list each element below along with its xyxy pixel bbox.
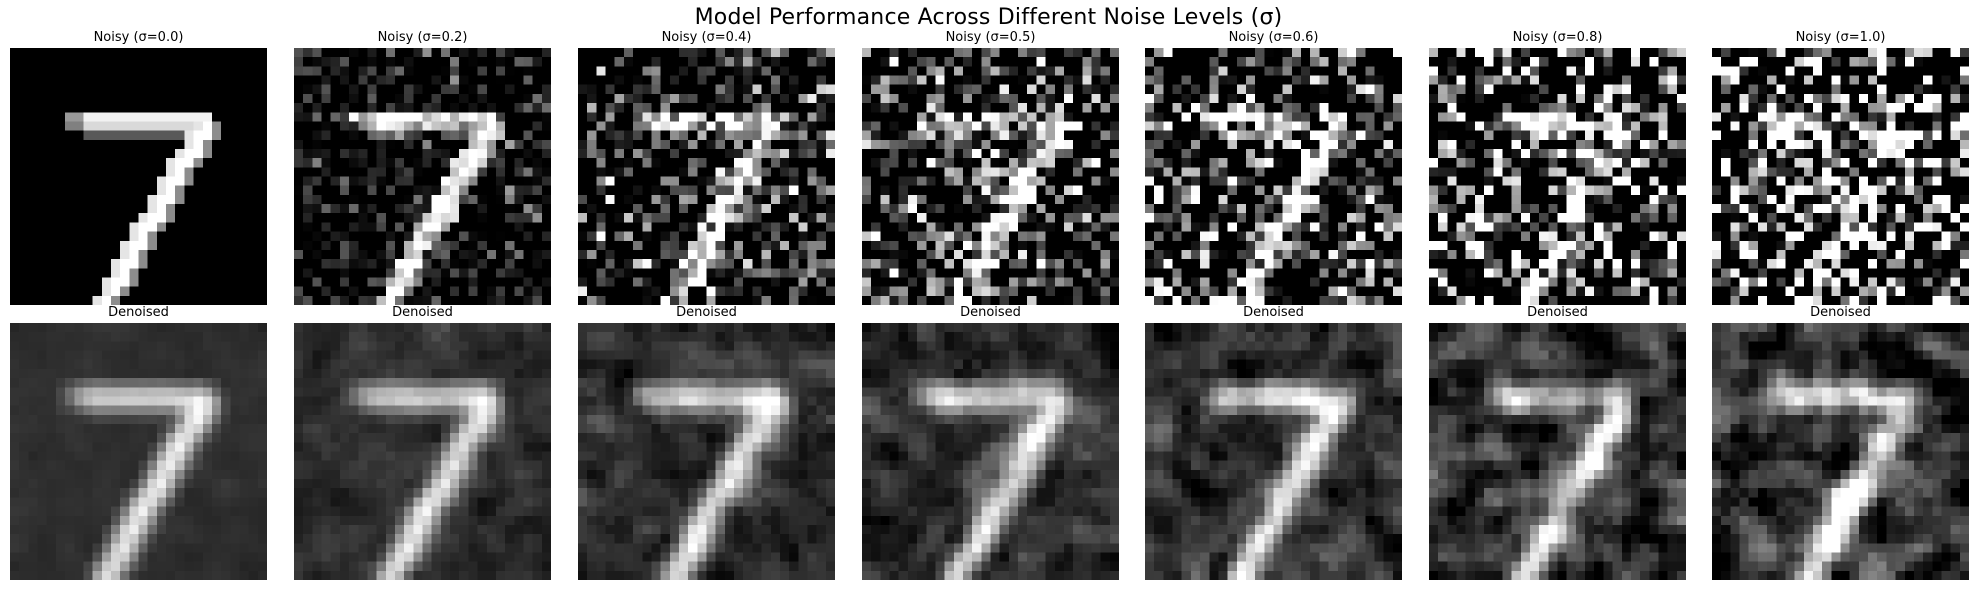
denoised-title-1: Denoised [392,305,453,320]
noisy-title-4: Noisy (σ=0.6) [1228,30,1319,45]
denoised-image-2 [578,323,835,580]
denoised-image-1 [294,323,551,580]
denoised-image-5 [1429,323,1686,580]
denoised-image-3 [862,323,1119,580]
noisy-image-2 [578,48,835,305]
noisy-image-4 [1145,48,1402,305]
denoised-title-2: Denoised [676,305,737,320]
noisy-title-2: Noisy (σ=0.4) [661,30,752,45]
denoised-title-5: Denoised [1527,305,1588,320]
noisy-image-6 [1712,48,1969,305]
denoised-title-3: Denoised [960,305,1021,320]
noisy-title-3: Noisy (σ=0.5) [945,30,1036,45]
noisy-image-0 [10,48,267,305]
noisy-title-1: Noisy (σ=0.2) [377,30,468,45]
denoised-image-4 [1145,323,1402,580]
figure-title: Model Performance Across Different Noise… [694,5,1283,30]
noisy-title-5: Noisy (σ=0.8) [1512,30,1603,45]
denoised-image-6 [1712,323,1969,580]
noisy-title-0: Noisy (σ=0.0) [93,30,184,45]
denoised-image-0 [10,323,267,580]
noisy-image-1 [294,48,551,305]
denoised-title-0: Denoised [108,305,169,320]
noisy-image-3 [862,48,1119,305]
noisy-image-5 [1429,48,1686,305]
noisy-title-6: Noisy (σ=1.0) [1795,30,1886,45]
denoised-title-4: Denoised [1243,305,1304,320]
denoised-title-6: Denoised [1810,305,1871,320]
